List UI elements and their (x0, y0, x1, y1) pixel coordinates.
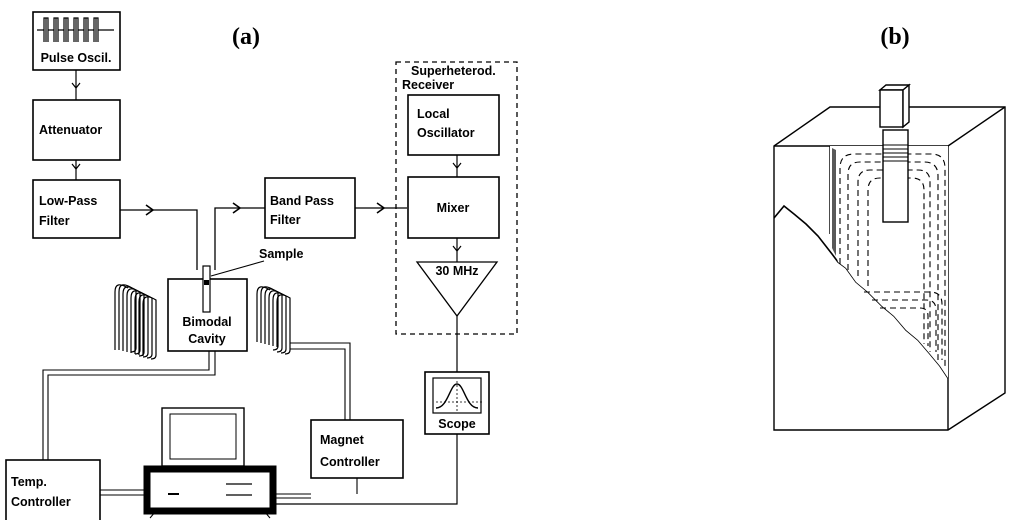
scope-label: Scope (438, 417, 476, 431)
pulse-oscillator-label: Pulse Oscil. (41, 51, 112, 65)
temp-label-line2: Controller (11, 495, 71, 509)
local-osc-label-line2: Oscillator (417, 126, 475, 140)
signal-cable (275, 434, 458, 505)
magnet-cable (290, 342, 351, 420)
band-pass-filter-block: Band Pass Filter (264, 177, 356, 239)
pulse-oscillator-block: Pulse Oscil. (32, 11, 121, 71)
local-osc-label-line1: Local (417, 107, 450, 121)
cutaway-edge (773, 146, 949, 379)
magnet-label-line1: Magnet (320, 433, 365, 447)
receiver-label-line2: Receiver (402, 78, 454, 92)
local-oscillator-block: Local Oscillator (407, 94, 500, 156)
sample-pointer (210, 260, 265, 277)
waveguide-line (120, 209, 198, 270)
low-pass-label-line2: Filter (39, 214, 70, 228)
temperature-cable (42, 351, 210, 460)
magnet-coil-right (256, 286, 291, 355)
panel-a-label: (a) (232, 24, 260, 50)
if-amplifier-triangle: 30 MHz (415, 261, 499, 318)
resonance-peak-icon (435, 383, 479, 409)
down-arrow-icon (452, 245, 462, 252)
magnet-label-line2: Controller (320, 455, 380, 469)
attenuator-label: Attenuator (39, 123, 102, 137)
sample-label: Sample (259, 247, 304, 261)
right-arrow-icon (145, 204, 155, 216)
sample-dot (204, 280, 209, 285)
right-arrow-icon (376, 202, 386, 214)
sample-tube (202, 265, 211, 313)
if-amplifier-label: 30 MHz (435, 264, 478, 278)
panel-b-label: (b) (880, 24, 909, 50)
band-pass-label-line2: Filter (270, 213, 301, 227)
right-arrow-icon (232, 202, 242, 214)
low-pass-filter-block: Low-Pass Filter (32, 179, 121, 239)
monitor-screen (169, 413, 237, 460)
waveguide-line (214, 207, 265, 270)
down-arrow-icon (71, 82, 81, 89)
computer-icon (143, 407, 277, 519)
down-arrow-icon (71, 163, 81, 170)
superheterodyne-receiver-group: Superheterod. Receiver Local Oscillator … (395, 61, 518, 335)
band-pass-label-line1: Band Pass (270, 194, 334, 208)
down-arrow-icon (452, 162, 462, 169)
cavity-label-line1: Bimodal (182, 315, 231, 329)
pulse-train-icon (37, 17, 114, 42)
temperature-cable (47, 351, 216, 460)
temperature-controller-block: Temp. Controller (5, 459, 101, 520)
cavity-label-line2: Cavity (188, 332, 226, 346)
scope-screen (432, 377, 482, 414)
attenuator-block: Attenuator (32, 99, 121, 161)
magnet-coil-left (114, 284, 157, 360)
magnet-cable (290, 348, 346, 420)
keyboard-icon (149, 510, 271, 519)
scope-block: Scope (424, 371, 490, 435)
magnet-controller-block: Magnet Controller (310, 419, 404, 479)
low-pass-label-line1: Low-Pass (39, 194, 97, 208)
mixer-block: Mixer (407, 176, 500, 239)
waveguide-coupler-icon (878, 83, 911, 223)
mixer-label: Mixer (437, 201, 470, 215)
bimodal-cavity-block: Bimodal Cavity (167, 265, 248, 352)
temp-label-line1: Temp. (11, 475, 47, 489)
computer-case-icon (143, 465, 277, 515)
receiver-label-line1: Superheterod. (411, 64, 496, 78)
